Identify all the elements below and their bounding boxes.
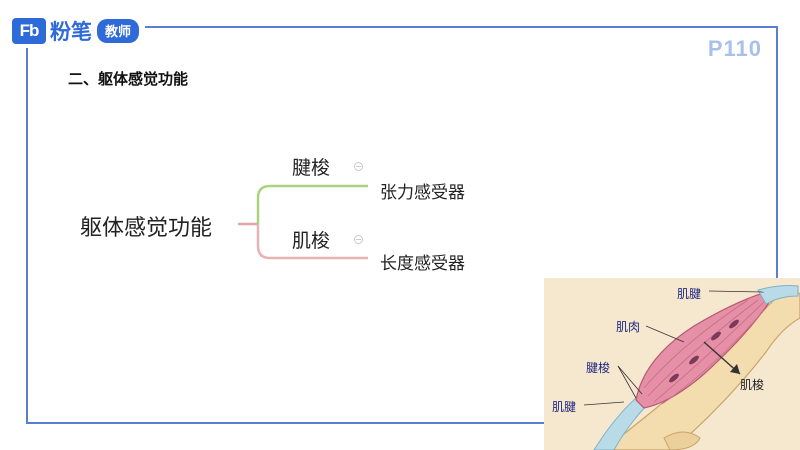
connector-branch-1 (256, 184, 368, 224)
brand-logo: Fb 粉笔 教师 (12, 14, 146, 48)
logo-tag: 教师 (97, 19, 140, 43)
upper-tendon-shape (757, 285, 799, 305)
section-title: 二、躯体感觉功能 (68, 70, 189, 88)
mind-map-child-label: 张力感受器 (380, 183, 465, 203)
logo-mark: Fb (12, 18, 46, 44)
label-tendon-top: 肌腱 (677, 287, 702, 301)
muscle-fibers (643, 299, 767, 405)
mind-map-child-label: 长度感受器 (380, 254, 465, 274)
label-tendon-bottom: 肌腱 (552, 400, 577, 414)
spindle-arrow (703, 341, 741, 375)
collapse-toggle-icon[interactable] (354, 235, 363, 244)
mind-map-root: 躯体感觉功能 (80, 216, 213, 241)
label-muscle-spindle: 肌梭 (740, 378, 765, 392)
bone-knuckle (663, 431, 701, 450)
logo-brand-text: 粉笔 (50, 20, 92, 44)
mind-map-branch-label: 肌梭 (292, 230, 331, 252)
muscle-anatomy-illustration: 肌腱 肌肉 腱梭 肌腱 肌梭 (544, 278, 800, 450)
mind-map-branch-label: 腱梭 (292, 157, 331, 179)
connector-branch-2 (256, 224, 368, 260)
slide-frame (26, 26, 778, 424)
label-tendon-spindle: 腱梭 (586, 361, 611, 375)
page-number: P110 (707, 36, 762, 61)
anatomy-drawing (583, 285, 800, 450)
collapse-toggle-icon[interactable] (354, 162, 363, 171)
leader-lines (583, 290, 765, 406)
spindle-marks (669, 319, 739, 383)
label-muscle: 肌肉 (616, 320, 641, 334)
